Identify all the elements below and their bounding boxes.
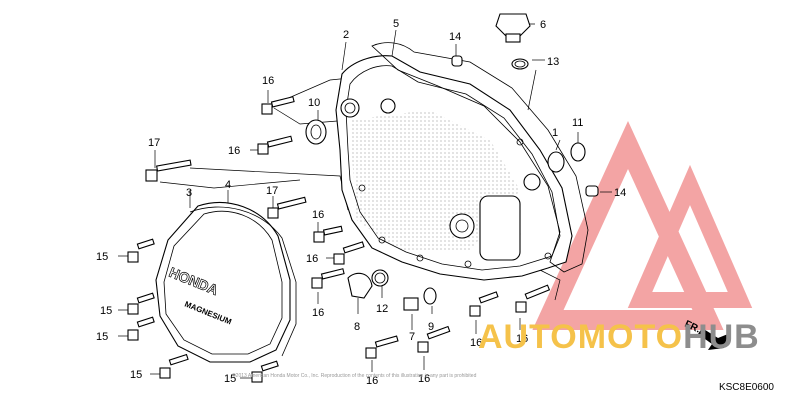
callout-15-4: 15 (130, 369, 142, 381)
callout-16-bottom3: 16 (470, 337, 482, 349)
bolt-16-mid2 (333, 241, 365, 265)
watermark-logo (532, 120, 753, 330)
callout-12: 12 (376, 303, 388, 315)
callout-16-mid2: 16 (306, 253, 318, 265)
diagram-code: KSC8E0600 (718, 382, 774, 393)
crankcase-cover (335, 55, 573, 281)
callout-15-5: 15 (224, 373, 236, 385)
gasket (371, 42, 589, 273)
callout-15-2: 15 (100, 305, 112, 317)
callout-16-bottom1: 16 (366, 375, 378, 387)
callout-16-top: 16 (262, 75, 274, 87)
callout-3: 3 (186, 187, 192, 199)
bolt-16-bottom2 (417, 325, 451, 353)
callout-8: 8 (354, 321, 360, 333)
callout-14-top: 14 (449, 31, 461, 43)
callout-16-left: 16 (228, 145, 240, 157)
callout-10: 10 (308, 97, 320, 109)
bolt-17-mid (267, 196, 307, 219)
leader-lines (118, 23, 612, 379)
bolt-16-mid1 (313, 225, 343, 243)
bolt-16-bottom1 (365, 335, 399, 359)
callout-14-right: 14 (614, 187, 626, 199)
callout-16-bottom2: 16 (418, 373, 430, 385)
bolt-16-mid3 (311, 268, 345, 289)
watermark-brand-part2: HUB (683, 318, 760, 356)
callout-16-mid1: 16 (312, 209, 324, 221)
callout-4: 4 (225, 179, 231, 191)
callout-17-mid: 17 (266, 185, 278, 197)
callout-15-1: 15 (96, 251, 108, 263)
clutch-cover: HONDA MAGNESIUM (155, 202, 297, 363)
callout-7: 7 (409, 331, 415, 343)
callout-17-left: 17 (148, 137, 160, 149)
bolts (127, 96, 551, 383)
callout-1: 1 (552, 127, 558, 139)
bolt-15-1 (127, 238, 155, 263)
bolt-15-4 (159, 353, 189, 379)
copyright-note: ©2013 American Honda Motor Co., Inc. Rep… (232, 373, 477, 379)
bolt-16-bottom3 (469, 291, 499, 317)
callout-6: 6 (540, 19, 546, 31)
callout-2: 2 (343, 29, 349, 41)
callout-15-3: 15 (96, 331, 108, 343)
watermark-brand-part1: AUTOMOTO (478, 318, 684, 356)
bolt-16-left (257, 135, 293, 155)
callout-9: 9 (428, 321, 434, 333)
bolt-15-2 (127, 292, 155, 315)
callout-16-mid3: 16 (312, 307, 324, 319)
callout-5: 5 (393, 18, 399, 30)
bolt-15-5 (251, 360, 279, 383)
callout-numbers: 1 2 3 4 5 6 7 8 9 10 11 12 13 14 14 15 1… (96, 18, 626, 387)
callout-16-right: 16 (516, 333, 528, 345)
bolt-16-right (515, 284, 551, 313)
bolt-17-left (145, 159, 192, 182)
bolt-15-3 (127, 316, 155, 341)
callout-13: 13 (547, 56, 559, 68)
small-parts (305, 13, 599, 311)
watermark-brand: AUTOMOTOHUB (478, 318, 760, 357)
callout-11: 11 (572, 117, 583, 129)
bolt-16-top (261, 96, 295, 115)
